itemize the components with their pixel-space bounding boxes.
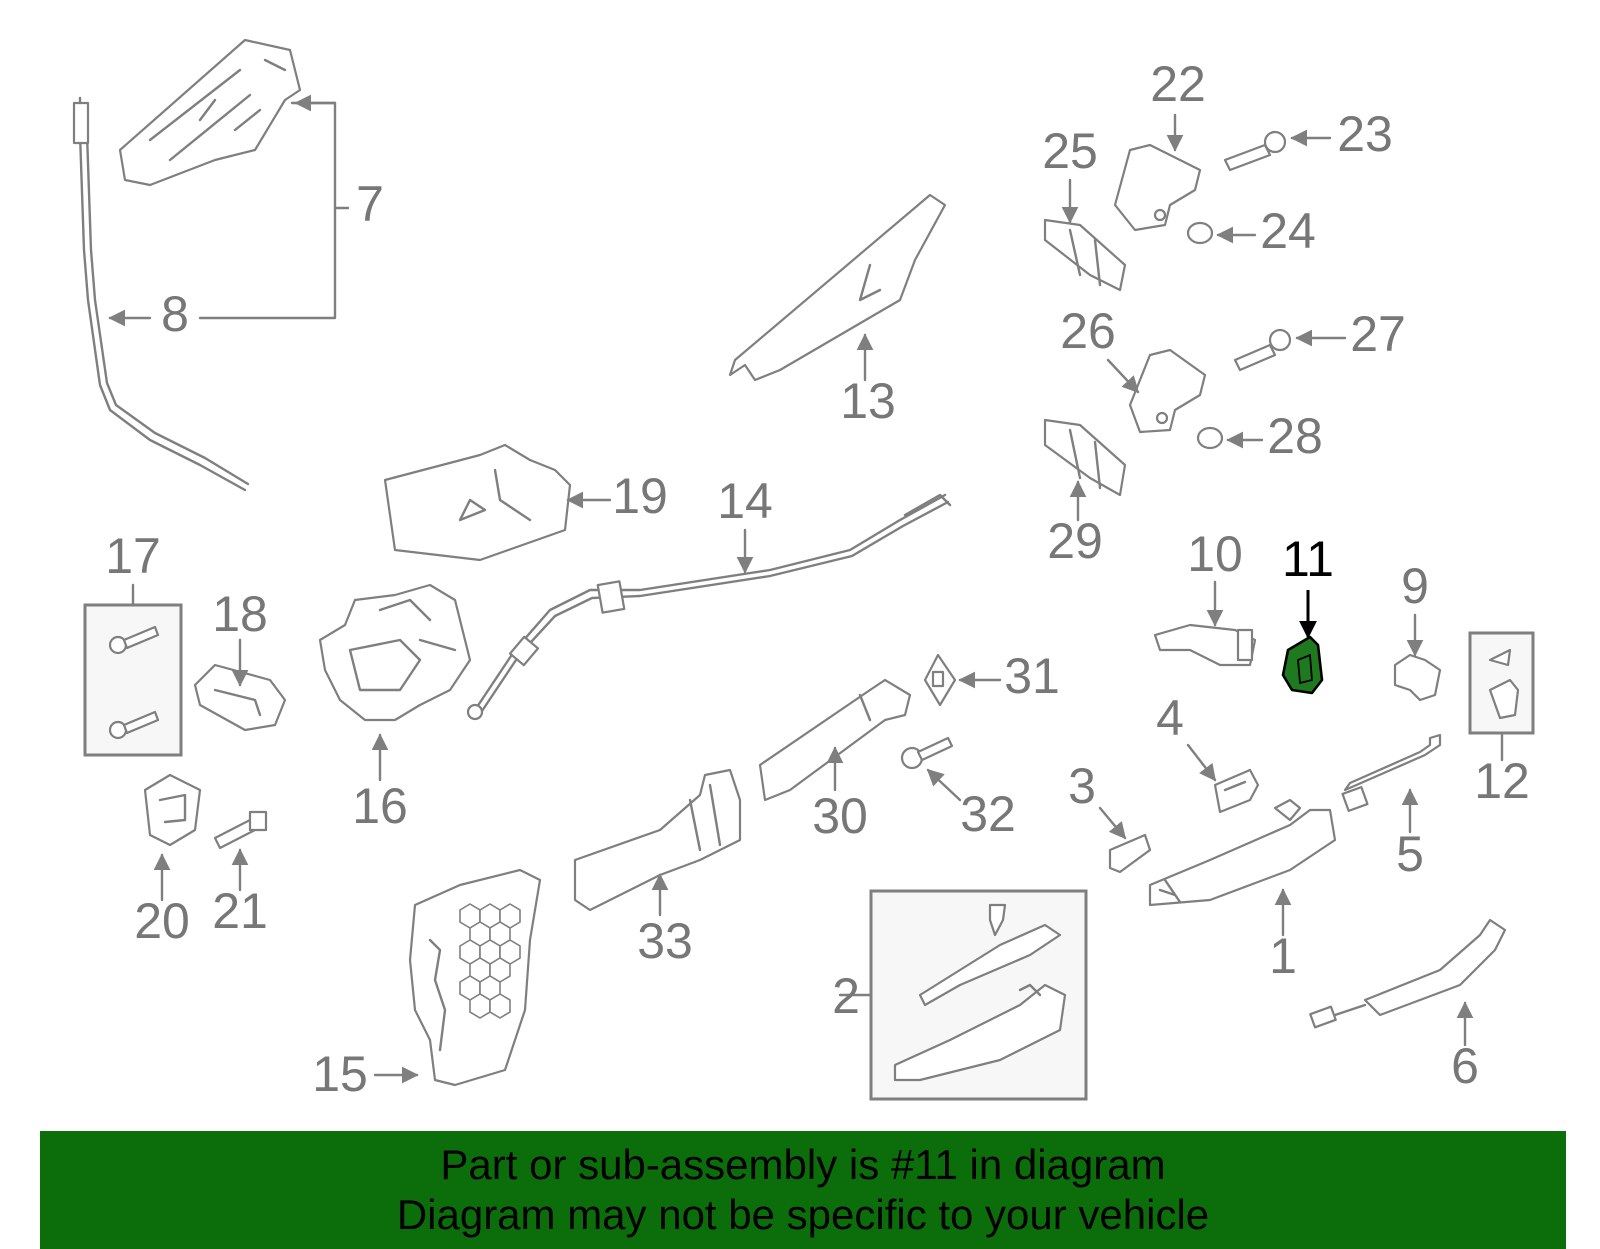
callout-5: 5: [1396, 826, 1424, 882]
part-22-hinge: [1113, 143, 1202, 232]
banner-line-1: Part or sub-assembly is #11 in diagram: [440, 1141, 1166, 1188]
part-10-cylinder: [1153, 623, 1257, 667]
callout-2: 2: [832, 968, 860, 1024]
callout-30: 30: [812, 788, 868, 844]
part-24-bushing: [1186, 221, 1214, 245]
callout-25: 25: [1042, 123, 1098, 179]
part-5-harness: [1341, 733, 1442, 812]
part-29-shim: [1043, 418, 1127, 497]
callout-8: 8: [161, 286, 189, 342]
part-33-check: [573, 768, 742, 912]
part-12-box: [1468, 631, 1535, 735]
callout-1: 1: [1269, 928, 1297, 984]
info-banner: Part or sub-assembly is #11 in diagram D…: [40, 1131, 1566, 1249]
part-32-bolt: [900, 736, 954, 770]
callout-31: 31: [1004, 648, 1060, 704]
part-4-pad: [1213, 768, 1260, 814]
callout-18: 18: [212, 586, 268, 642]
callout-17: 17: [105, 528, 161, 584]
part-14-cable: [466, 493, 952, 721]
callout-7: 7: [356, 176, 384, 232]
part-19-cover: [383, 443, 572, 562]
part-13-channel: [728, 193, 947, 382]
part-1-handle: [1148, 798, 1337, 907]
part-26-hinge: [1128, 348, 1207, 434]
part-3-pad: [1108, 833, 1152, 874]
panel-honeycomb: [459, 903, 521, 1019]
callout-21: 21: [212, 883, 268, 939]
part-17-screws-box: [83, 603, 183, 757]
part-18-gasket: [193, 663, 287, 732]
callout-33: 33: [637, 913, 693, 969]
callout-10: 10: [1187, 526, 1243, 582]
part-9-bracket: [1393, 653, 1442, 702]
callout-16: 16: [352, 778, 408, 834]
callout-29: 29: [1047, 513, 1103, 569]
callout-26: 26: [1060, 303, 1116, 359]
part-7-lock-module: [118, 38, 302, 187]
callout-28: 28: [1267, 408, 1323, 464]
banner-line-2: Diagram may not be specific to your vehi…: [396, 1191, 1210, 1238]
callout-4: 4: [1156, 690, 1184, 746]
part-2-handle-kit: [869, 889, 1088, 1101]
part-30-strap: [758, 678, 912, 802]
callout-32: 32: [960, 786, 1016, 842]
callout-23: 23: [1337, 106, 1393, 162]
callout-13: 13: [840, 373, 896, 429]
part-31-gasket: [923, 653, 957, 707]
callout-14: 14: [717, 473, 773, 529]
part-16-latch: [318, 583, 472, 722]
callout-27: 27: [1350, 306, 1406, 362]
callout-24: 24: [1260, 203, 1316, 259]
part-27-bolt: [1233, 328, 1292, 372]
part-25-shim: [1043, 218, 1127, 292]
callout-20: 20: [134, 893, 190, 949]
part-28-bushing: [1196, 426, 1224, 450]
callout-11: 11: [1282, 531, 1334, 587]
callout-6: 6: [1451, 1038, 1479, 1094]
callout-9: 9: [1401, 558, 1429, 614]
callout-22: 22: [1150, 56, 1206, 112]
callout-12: 12: [1474, 753, 1530, 809]
part-15-panel: [408, 868, 542, 1087]
callout-15: 15: [312, 1046, 368, 1102]
callout-19: 19: [612, 468, 668, 524]
part-6-handle-cover: [1309, 918, 1507, 1029]
part-21-bolt: [213, 810, 268, 850]
part-8-cable: [72, 96, 250, 492]
callout-3: 3: [1068, 758, 1096, 814]
part-23-bolt: [1223, 130, 1287, 172]
part-11-cap: [1281, 635, 1324, 695]
part-20-striker: [143, 773, 202, 847]
